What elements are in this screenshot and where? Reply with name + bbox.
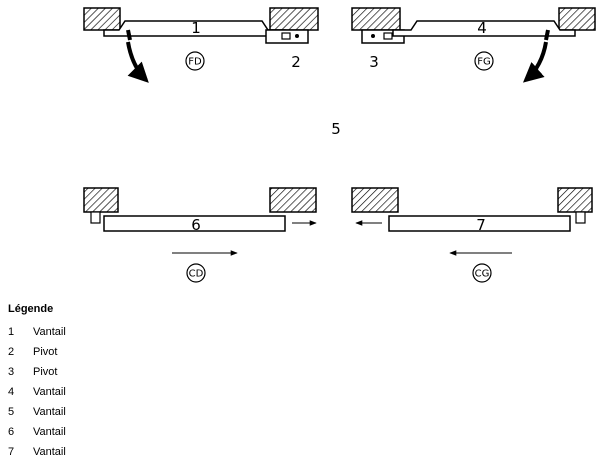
legend-item: 6 Vantail <box>8 422 308 442</box>
legend-text: Pivot <box>33 366 58 378</box>
label-6: 6 <box>191 216 201 234</box>
track-stop <box>90 211 101 224</box>
legend-item: 1 Vantail <box>8 322 308 342</box>
legend-text: Vantail <box>33 386 66 398</box>
legend-item: 4 Vantail <box>8 382 308 402</box>
hinged-door-fd: 1 FD 2 <box>83 7 319 83</box>
track-stop <box>575 211 586 224</box>
door-leaf-7 <box>388 215 571 232</box>
legend-text: Vantail <box>33 326 66 338</box>
door-leaf-6 <box>103 215 286 232</box>
label-3: 3 <box>369 53 379 71</box>
symbol-fg: FG <box>477 57 491 68</box>
wall-left <box>351 187 399 213</box>
label-7: 7 <box>476 216 486 234</box>
wall-right <box>558 7 596 31</box>
wall-right <box>269 187 317 213</box>
wall-right <box>269 7 319 31</box>
hinged-door-fg: 4 FG 3 <box>351 7 596 83</box>
label-1: 1 <box>191 19 201 37</box>
legend-item: 5 Vantail <box>8 402 308 422</box>
legend-text: Vantail <box>33 426 66 438</box>
legend-item: 7 Vantail <box>8 442 308 462</box>
legend-num: 7 <box>8 446 15 458</box>
swing-arrow <box>126 41 149 83</box>
label-5: 5 <box>331 120 341 138</box>
legend-item: 2 Pivot <box>8 342 308 362</box>
sliding-door-cg: 7 CG <box>351 187 593 283</box>
legend-text: Vantail <box>33 446 66 458</box>
label-4: 4 <box>477 19 487 37</box>
legend-num: 5 <box>8 406 15 418</box>
symbol-fd: FD <box>188 57 202 68</box>
sliding-door-cd: 6 CD <box>83 187 317 283</box>
symbol-cd: CD <box>189 269 204 280</box>
wall-left <box>351 7 401 31</box>
label-2: 2 <box>291 53 301 71</box>
wall-right <box>557 187 593 213</box>
legend-num: 1 <box>8 326 15 338</box>
wall-left <box>83 187 119 213</box>
symbol-cg: CG <box>475 269 490 280</box>
legend-num: 3 <box>8 366 15 378</box>
legend-text: Vantail <box>33 406 66 418</box>
legend-num: 2 <box>8 346 15 358</box>
legend-num: 4 <box>8 386 15 398</box>
legend-num: 6 <box>8 426 15 438</box>
door-diagram: 1 FD 2 4 FG 3 5 6 CD 7 <box>83 7 596 283</box>
legend-text: Pivot <box>33 346 58 358</box>
legend-title: Légende <box>8 303 54 315</box>
legend-item: 3 Pivot <box>8 362 308 382</box>
swing-arrow <box>522 41 548 83</box>
wall-left <box>83 7 121 31</box>
door-leaf-4 <box>392 20 576 37</box>
